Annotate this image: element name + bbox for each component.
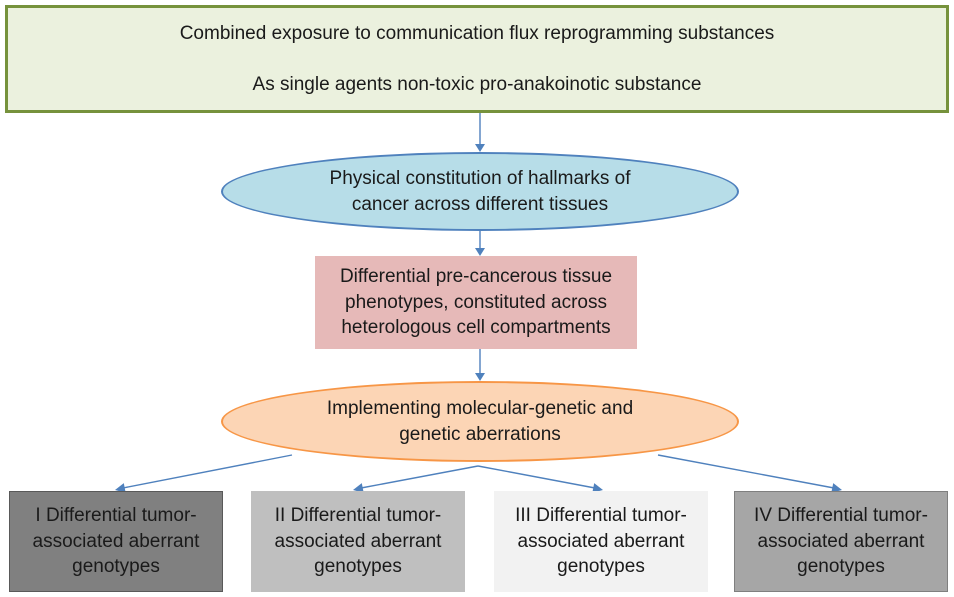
arrow-hallmarks-to-precancerous — [475, 231, 485, 256]
arrow-to-genotype-2 — [353, 465, 479, 493]
arrow-to-genotype-3 — [477, 465, 603, 493]
genotype-box-3: III Differential tumor- associated aberr… — [494, 491, 708, 592]
hallmarks-text: Physical constitution of hallmarks of ca… — [329, 167, 631, 215]
genotype-box-4: IV Differential tumor- associated aberra… — [734, 491, 948, 592]
genotype-3-text: III Differential tumor- associated aberr… — [515, 505, 687, 578]
genotype-1-text: I Differential tumor- associated aberran… — [32, 505, 200, 578]
genotype-box-2: II Differential tumor- associated aberra… — [251, 491, 465, 592]
hallmarks-ellipse: Physical constitution of hallmarks of ca… — [221, 152, 739, 231]
precancerous-box: Differential pre-cancerous tissue phenot… — [315, 256, 637, 349]
aberrations-ellipse: Implementing molecular-genetic and genet… — [221, 381, 739, 462]
genotype-4-text: IV Differential tumor- associated aberra… — [754, 505, 928, 578]
arrow-to-genotype-4 — [657, 454, 842, 493]
arrow-to-genotype-1 — [115, 454, 293, 493]
genotype-box-1: I Differential tumor- associated aberran… — [9, 491, 223, 592]
exposure-line-1: Combined exposure to communication flux … — [179, 22, 775, 44]
genotype-2-text: II Differential tumor- associated aberra… — [274, 505, 442, 578]
arrow-precancerous-to-aberrations — [475, 349, 485, 381]
precancerous-text: Differential pre-cancerous tissue phenot… — [339, 266, 613, 339]
arrow-top-to-hallmarks — [475, 113, 485, 152]
aberrations-text: Implementing molecular-genetic and genet… — [326, 397, 634, 445]
exposure-line-2: As single agents non-toxic pro-anakoinot… — [252, 73, 702, 95]
exposure-box: Combined exposure to communication flux … — [5, 5, 949, 113]
